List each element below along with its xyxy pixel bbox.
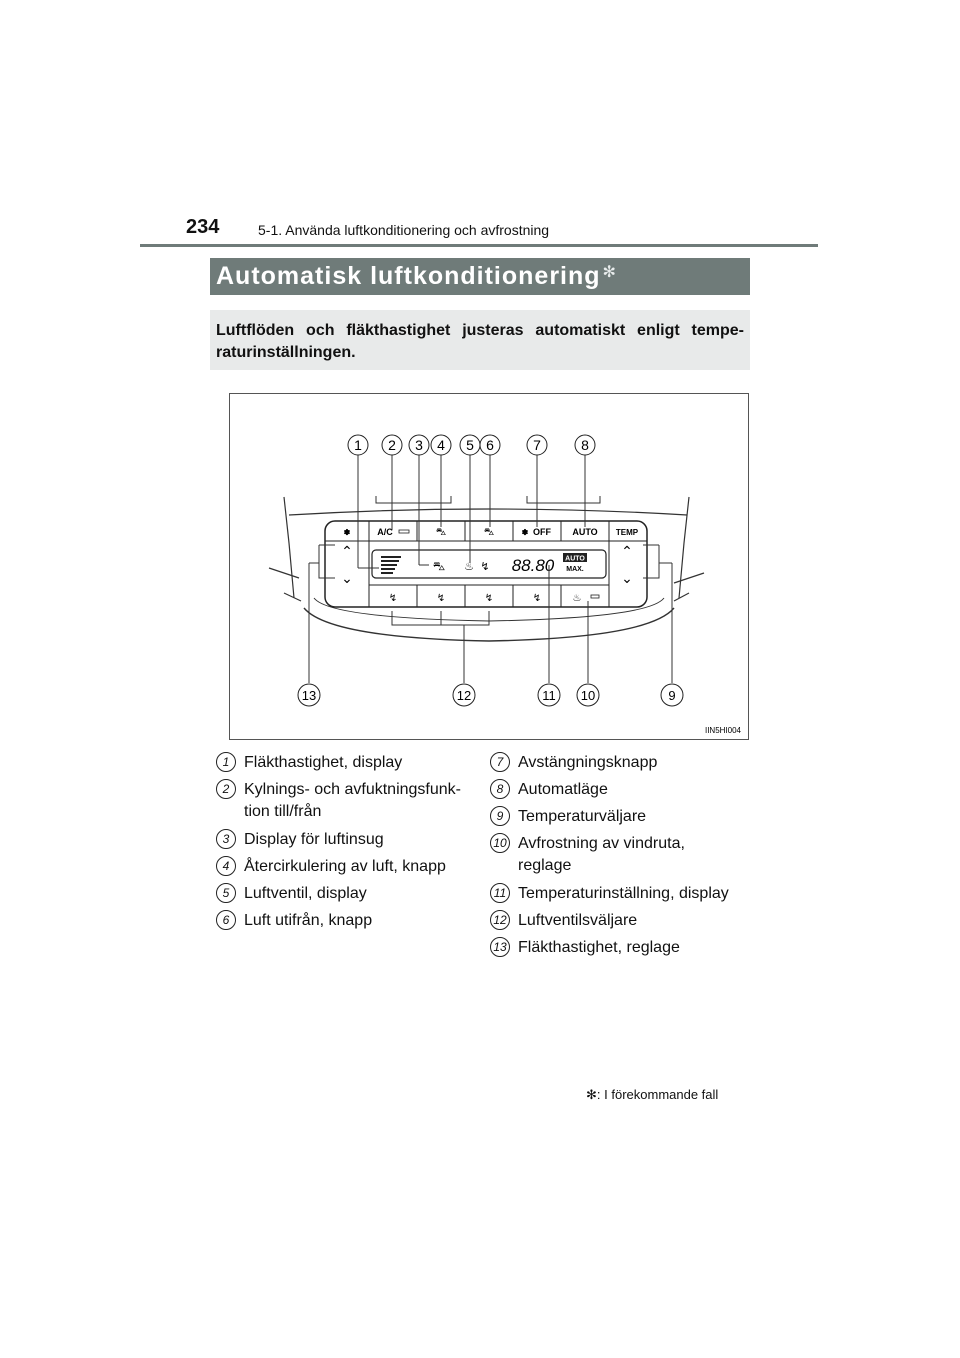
callout-1: 1 [354,437,362,453]
display-max-label: MAX. [566,566,584,573]
temp-label: TEMP [616,528,639,537]
legend-number: 10 [490,833,510,853]
legend-text: Avfrostning av vindruta, reglage [518,835,685,874]
legend-number: 1 [216,752,236,772]
legend-text: Automatläge [518,781,608,798]
legend-item-12: 12 Luftventilsväljare [490,910,753,932]
callout-8: 8 [581,437,589,453]
legend-number: 4 [216,856,236,876]
legend-number: 9 [490,806,510,826]
callout-2: 2 [388,437,396,453]
vent-feet-defrost-icon[interactable]: ↯ [533,593,541,604]
legend-text: Fläkthastighet, reglage [518,939,680,956]
outside-air-button-icon[interactable]: ⛍ [484,527,494,538]
figure-code: IIN5HI004 [705,726,742,735]
legend-text: Fläkthastighet, display [244,754,403,771]
legend-number: 11 [490,883,510,903]
footnote: ✻: I förekommande fall [586,1087,718,1103]
fan-down-arrow-icon[interactable]: ⌄ [341,570,353,586]
callout-3: 3 [415,437,423,453]
temp-up-arrow-icon[interactable]: ⌃ [621,543,633,559]
legend-number: 12 [490,910,510,930]
vent-display-icon: ↯ [480,561,489,573]
legend-text: Temperaturinställning, display [518,885,729,902]
off-button[interactable]: OFF [533,527,551,537]
intro-text: Luftflöden och fläkthastighet justeras a… [216,322,744,361]
legend-item-4: 4 Återcirkulering av luft, knapp [216,856,479,878]
header-divider [140,244,818,247]
footnote-text: : I förekommande fall [596,1087,719,1102]
intro-box [210,310,750,370]
legend-number: 13 [490,937,510,957]
legend-item-6: 6 Luft utifrån, knapp [216,910,479,932]
legend-number: 7 [490,752,510,772]
callout-10: 10 [581,688,595,703]
asterisk-icon: ✻ [586,1087,597,1102]
fan-icon[interactable]: ✽ [344,528,351,537]
callout-6: 6 [486,437,494,453]
legend-text: Temperaturväljare [518,808,647,825]
callout-12: 12 [457,688,471,703]
fan-up-arrow-icon[interactable]: ⌃ [341,543,353,559]
legend-text: Luft utifrån, knapp [244,912,373,929]
windshield-defrost-icon[interactable]: ♨ [573,593,582,604]
legend-text: Avstängningsknapp [518,754,658,771]
figure-frame [229,393,749,740]
legend-item-1: 1 Fläkthastighet, display [216,752,479,774]
legend-text: Display för luftinsug [244,831,384,848]
legend-item-13: 13 Fläkthastighet, reglage [490,937,753,959]
legend-text: Återcirkulering av luft, knapp [244,858,446,875]
legend-number: 3 [216,829,236,849]
section-header: 5-1. Använda luftkonditionering och avfr… [258,222,550,238]
temperature-readout: 88.80 [512,556,555,575]
vent-bilevel-icon[interactable]: ↯ [437,593,445,604]
legend-item-5: 5 Luftventil, display [216,883,479,905]
callout-5: 5 [466,437,474,453]
climate-panel-diagram: ✽ A/C ⛍ ⛍ ✽ OFF AUTO TEMP ⌃ ⌄ ⌃ ⌄ ⛍ ♨ ↯ … [268,434,742,735]
legend-number: 5 [216,883,236,903]
legend-item-10: 10 Avfrostning av vindruta, reglage [490,833,708,877]
callout-7: 7 [533,437,541,453]
page-number: 234 [186,216,220,238]
vent-face-icon[interactable]: ↯ [389,593,397,604]
fan-off-icon: ✽ [522,528,529,537]
legend-text: Luftventil, display [244,885,367,902]
temp-down-arrow-icon[interactable]: ⌄ [621,570,633,586]
callout-13: 13 [302,688,316,703]
legend-text: Kylnings- och avfuktningsfunk-tion till/… [244,781,461,820]
legend-item-7: 7 Avstängningsknapp [490,752,753,774]
lcd-display [371,549,607,579]
legend-item-8: 8 Automatläge [490,779,753,801]
legend-item-9: 9 Temperaturväljare [490,806,753,828]
legend-number: 8 [490,779,510,799]
legend-number: 6 [216,910,236,930]
callout-9: 9 [668,688,675,703]
asterisk-icon: ✻ [602,264,617,281]
auto-button[interactable]: AUTO [572,527,597,537]
fan-speed-bars-icon [381,556,401,574]
air-intake-display-icon: ⛍ [433,559,445,573]
page-title: Automatisk luftkonditionering✻ [216,262,617,291]
ac-button[interactable]: A/C [377,527,393,537]
recirculation-button-icon[interactable]: ⛍ [436,527,446,538]
defrost-vent-icon: ♨ [464,561,474,573]
legend-text: Luftventilsväljare [518,912,638,929]
callout-4: 4 [437,437,445,453]
legend-item-3: 3 Display för luftinsug [216,829,479,851]
vent-feet-icon[interactable]: ↯ [485,593,493,604]
callout-11: 11 [542,688,556,703]
title-bar [210,258,750,295]
legend-number: 2 [216,779,236,799]
legend-item-11: 11 Temperaturinställning, display [490,883,753,905]
display-auto-label: AUTO [565,556,585,563]
title-label: Automatisk luftkonditionering [216,262,601,290]
legend-item-2: 2 Kylnings- och avfuktningsfunk-tion till… [216,779,479,823]
